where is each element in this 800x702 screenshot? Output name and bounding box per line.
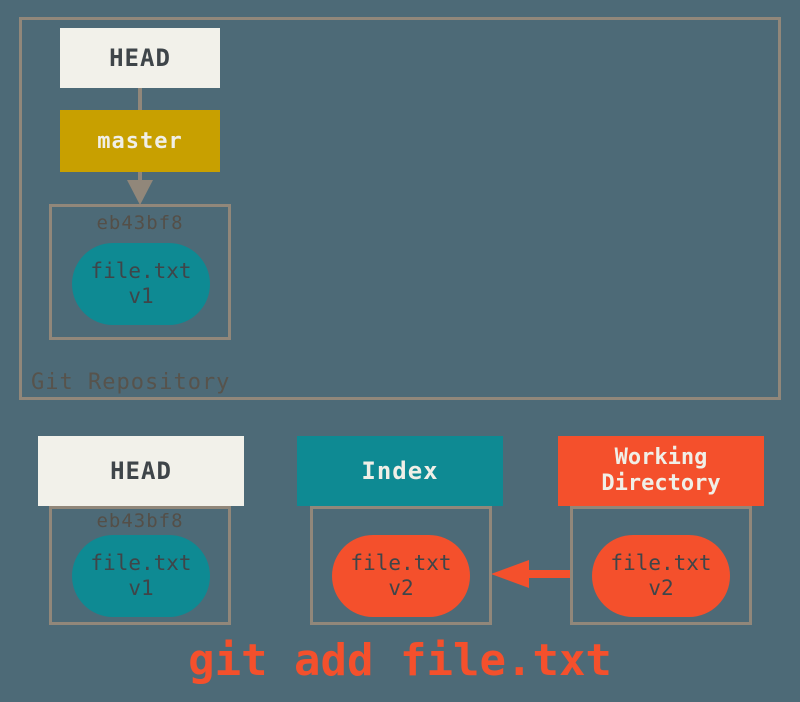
head-column-box	[49, 506, 231, 625]
working-directory-box	[570, 506, 752, 625]
working-directory-title-line1: Working	[614, 445, 708, 470]
working-directory-title-line2: Directory	[601, 471, 721, 496]
head-column-hash: eb43bf8	[96, 510, 184, 532]
head-to-master-connector	[138, 88, 142, 110]
arrow-down-icon	[127, 180, 153, 205]
file-version: v1	[128, 576, 154, 600]
file-version: v2	[388, 576, 414, 600]
index-column-title: Index	[361, 457, 439, 485]
working-directory-header: Working Directory	[558, 436, 764, 506]
head-file-blob: file.txt v1	[72, 535, 210, 617]
file-version: v2	[648, 576, 674, 600]
file-version: v1	[128, 284, 154, 308]
index-column-header: Index	[297, 436, 503, 506]
head-ref-box: HEAD	[60, 28, 220, 88]
working-directory-file-blob: file.txt v2	[592, 535, 730, 617]
commit-hash: eb43bf8	[96, 212, 184, 234]
head-column-header: HEAD	[38, 436, 244, 506]
master-to-commit-connector	[138, 172, 142, 182]
git-repository-label: Git Repository	[31, 370, 231, 395]
head-ref-label: HEAD	[109, 44, 171, 72]
file-blob-v1: file.txt v1	[72, 243, 210, 325]
index-file-blob: file.txt v2	[332, 535, 470, 617]
file-name: file.txt	[90, 551, 192, 575]
file-name: file.txt	[90, 259, 192, 283]
git-repository-box	[19, 17, 781, 400]
file-name: file.txt	[350, 551, 452, 575]
file-name: file.txt	[610, 551, 712, 575]
index-column-box	[310, 506, 492, 625]
arrow-left-icon	[491, 560, 529, 588]
arrow-shaft	[527, 570, 570, 578]
master-branch-label: master	[97, 128, 183, 154]
head-column-title: HEAD	[110, 457, 172, 485]
master-branch-box: master	[60, 110, 220, 172]
commit-box	[49, 204, 231, 340]
command-caption: git add file.txt	[188, 635, 612, 686]
